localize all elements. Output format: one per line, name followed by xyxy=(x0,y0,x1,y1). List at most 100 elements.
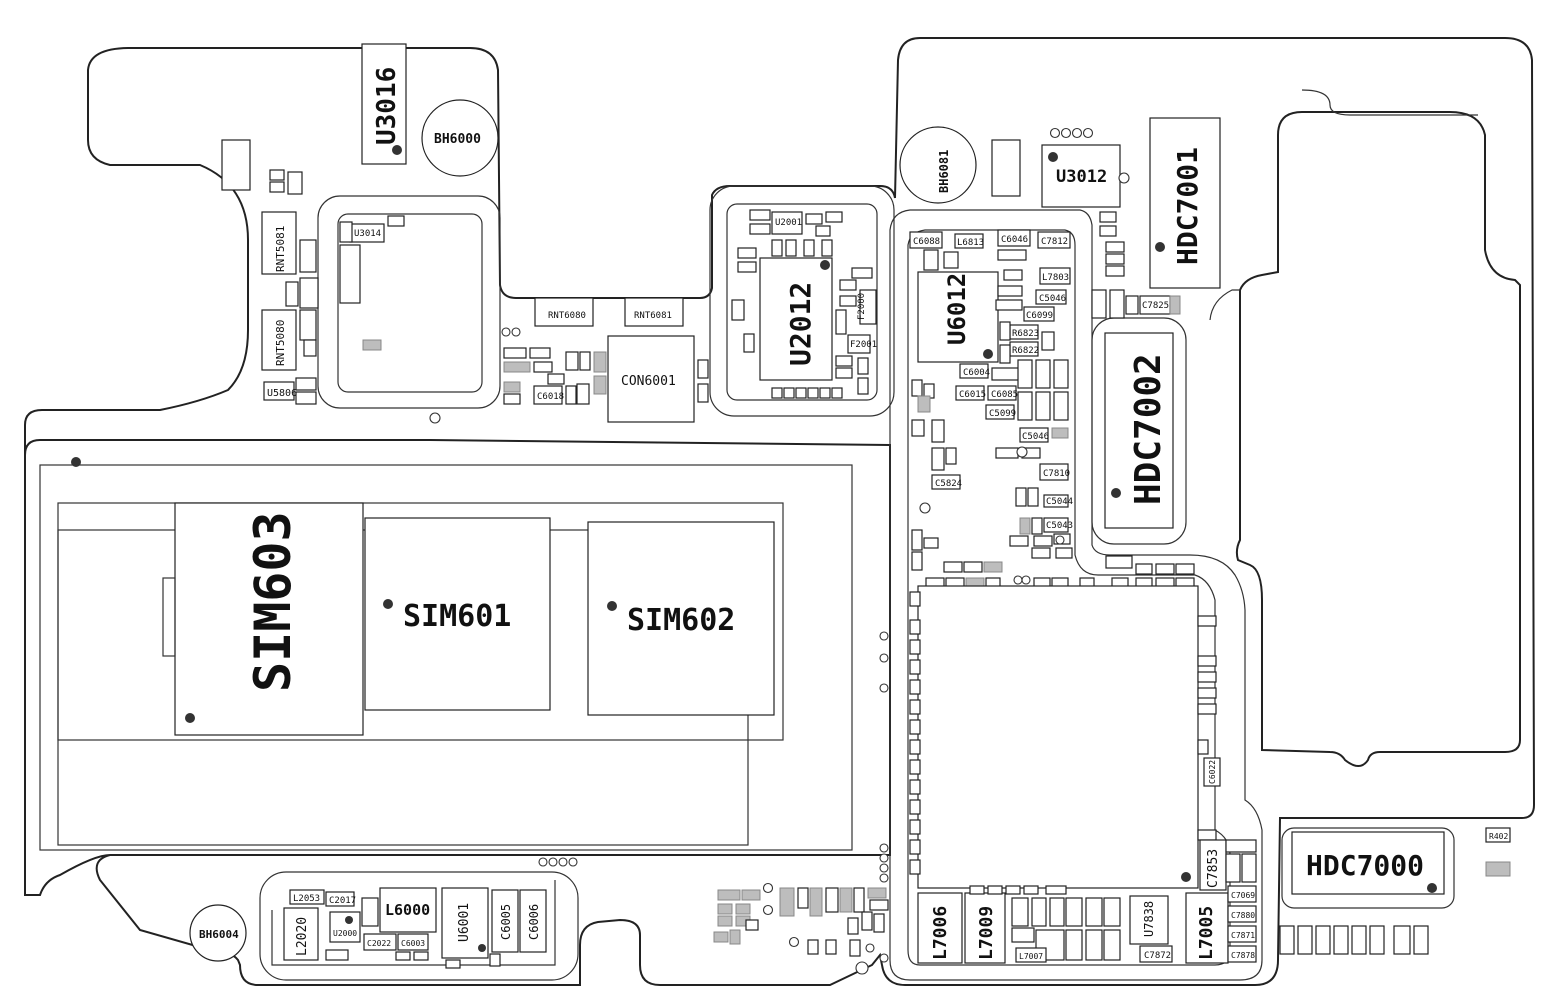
l7803-label: L7803 xyxy=(1042,273,1069,283)
u5806-label: U5806 xyxy=(267,388,297,399)
l2020-body xyxy=(283,907,319,961)
shield-frame-bottom-left xyxy=(259,871,579,981)
c7812-label: C7812 xyxy=(1041,237,1068,247)
c6005-label: C6005 xyxy=(499,904,513,940)
c6085-label: C6085 xyxy=(991,390,1018,400)
sim602-body xyxy=(587,521,775,716)
l6000-body xyxy=(379,887,437,933)
shield-frame-u6012-inner xyxy=(907,229,1231,966)
c6046-label: C6046 xyxy=(1001,235,1028,245)
c2017-label: C2017 xyxy=(329,896,356,906)
l2020-label: L2020 xyxy=(295,917,310,956)
shield-frame-u3014-inner xyxy=(337,213,483,393)
l7007-label: L7007 xyxy=(1019,952,1043,961)
l7006-label: L7006 xyxy=(930,906,951,960)
c7810-label: C7810 xyxy=(1043,469,1070,479)
u2001-label: U2001 xyxy=(775,218,802,228)
bh6081-hole xyxy=(899,126,977,204)
hdc7001-body xyxy=(1149,117,1221,289)
hdc7002-label: HDC7002 xyxy=(1128,353,1169,505)
u3016-body xyxy=(361,43,407,165)
c6099-label: C6099 xyxy=(1026,311,1053,321)
u7838-label: U7838 xyxy=(1142,901,1156,937)
sim603-label: SIM603 xyxy=(244,511,302,692)
board-outline-left xyxy=(24,37,1536,986)
u3012-label: U3012 xyxy=(1056,167,1107,187)
c6088-label: C6088 xyxy=(913,237,940,247)
main-chip-body xyxy=(917,585,1199,889)
board-outline-right xyxy=(1235,111,1521,767)
f2001-label: F2001 xyxy=(850,340,877,350)
l7005-label: L7005 xyxy=(1196,906,1217,960)
l7009-label: L7009 xyxy=(976,906,997,960)
board-outline-right-connector xyxy=(1209,289,1240,321)
u2012-body xyxy=(759,257,833,381)
bh6081-label: BH6081 xyxy=(937,150,951,193)
bh6004-label: BH6004 xyxy=(199,928,239,941)
shield-frame-u2012-inner xyxy=(726,203,878,401)
sim603-body xyxy=(174,502,364,736)
c6003-label: C6003 xyxy=(401,939,425,948)
c6005-body xyxy=(491,889,519,953)
c5824-label: C5824 xyxy=(935,479,962,489)
sim601-label: SIM601 xyxy=(403,599,511,634)
shield-frame-u2012 xyxy=(709,185,895,417)
c7871-label: C7871 xyxy=(1231,931,1255,940)
sim603-notch xyxy=(162,577,176,657)
c7825-label: C7825 xyxy=(1142,301,1169,311)
r6823-label: R6823 xyxy=(1012,329,1039,339)
u6001-label: U6001 xyxy=(457,903,472,942)
c5044-label: C5044 xyxy=(1046,497,1073,507)
c7853-label: C7853 xyxy=(1206,849,1221,888)
c6004-label: C6004 xyxy=(963,368,990,378)
u2000-label: U2000 xyxy=(333,929,357,938)
r402-label: R402 xyxy=(1489,832,1508,841)
sim602-label: SIM602 xyxy=(627,603,735,638)
sim-area-outline xyxy=(39,464,853,851)
c5046b-label: C5046 xyxy=(1022,432,1049,442)
hdc7000-body xyxy=(1291,831,1445,895)
rnt5081-label: RNT5081 xyxy=(274,226,287,272)
sim601-body xyxy=(364,517,551,711)
c6022-label: C6022 xyxy=(1208,760,1217,784)
shield-frame-hdc7000 xyxy=(1281,827,1455,909)
r6822-label: R6822 xyxy=(1012,346,1039,356)
bh6000-label: BH6000 xyxy=(434,132,481,147)
u2012-label: U2012 xyxy=(784,282,817,366)
shield-frame-bottom-left-inner xyxy=(271,880,556,966)
rnt5080-label: RNT5080 xyxy=(274,320,287,366)
u3014-label: U3014 xyxy=(354,229,381,239)
u6012-label: U6012 xyxy=(943,273,971,345)
c7880-label: C7880 xyxy=(1231,911,1255,920)
bh6000-hole xyxy=(421,99,499,177)
hdc7001-label: HDC7001 xyxy=(1171,147,1204,265)
l7009-body xyxy=(964,892,1006,964)
u6012-body xyxy=(917,271,999,363)
shield-frame-u6012 xyxy=(889,209,1263,981)
c7069-label: C7069 xyxy=(1231,891,1255,900)
c6006-label: C6006 xyxy=(527,904,541,940)
c6015-label: C6015 xyxy=(959,390,986,400)
c6006-body xyxy=(519,889,547,953)
c5046-label: C5046 xyxy=(1039,294,1066,304)
f2000-label: F2000 xyxy=(857,293,867,320)
l2053-label: L2053 xyxy=(293,894,320,904)
l6813-label: L6813 xyxy=(957,238,984,248)
c5043-label: C5043 xyxy=(1046,521,1073,531)
board-outline-right-inner xyxy=(1301,89,1478,116)
c7872-label: C7872 xyxy=(1144,951,1171,961)
board-outline-top-left xyxy=(24,47,249,455)
hdc7000-label: HDC7000 xyxy=(1306,849,1424,882)
rnt6081-label: RNT6081 xyxy=(634,311,672,321)
l7006-body xyxy=(917,892,963,964)
c2022-label: C2022 xyxy=(367,939,391,948)
con6001-body xyxy=(607,335,695,423)
c6018-label: C6018 xyxy=(537,392,564,402)
u3016-label: U3016 xyxy=(372,67,402,145)
l6000-label: L6000 xyxy=(385,901,430,919)
shield-frame-hdc7002 xyxy=(1091,317,1187,545)
u7838-body xyxy=(1129,895,1169,945)
c5099-label: C5099 xyxy=(989,409,1016,419)
bh6004-hole xyxy=(189,904,247,962)
